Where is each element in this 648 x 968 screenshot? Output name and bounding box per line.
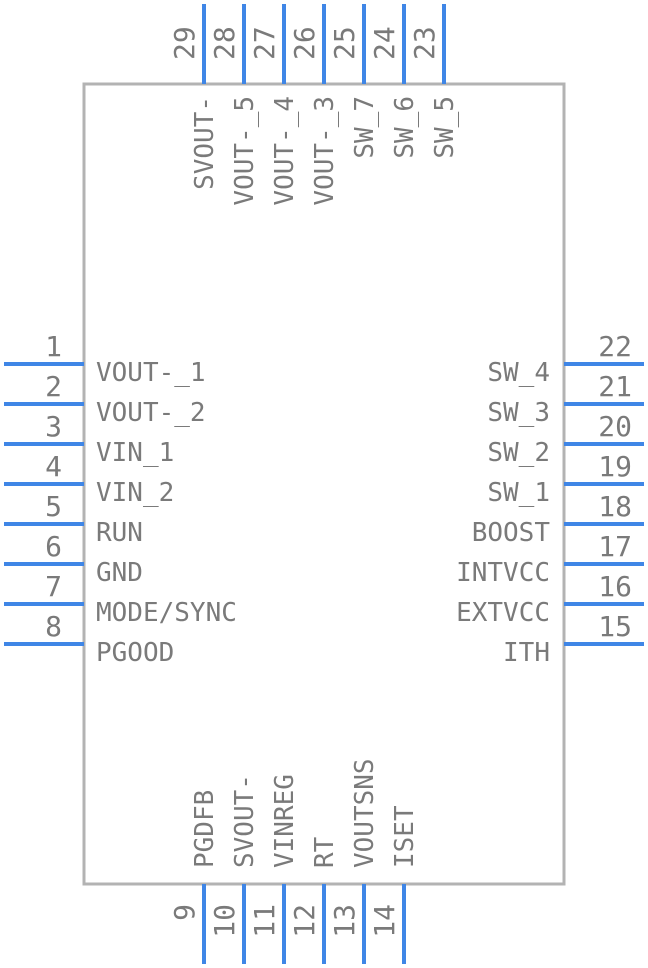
pin-12-number: 12: [288, 904, 321, 938]
pin-18-label: BOOST: [472, 518, 551, 548]
pin-11-number: 11: [248, 904, 281, 938]
ic-body: [82, 82, 566, 886]
pin-6-number: 6: [45, 530, 62, 563]
pin-17-label: INTVCC: [456, 558, 550, 588]
pin-26-number: 26: [288, 26, 321, 60]
pin-28-label: VOUT-_5: [230, 96, 260, 206]
pin-4-number: 4: [45, 450, 62, 483]
pin-17-number: 17: [598, 530, 632, 563]
pin-5-label: RUN: [96, 518, 143, 548]
pin-13-label: VOUTSNS: [350, 758, 380, 868]
pin-10-number: 10: [208, 904, 241, 938]
pin-13-number: 13: [328, 904, 361, 938]
pin-9-number: 9: [168, 904, 201, 921]
pin-20-label: SW_2: [487, 438, 550, 468]
pin-11-label: VINREG: [270, 774, 300, 868]
pin-22-number: 22: [598, 330, 632, 363]
pin-5-number: 5: [45, 490, 62, 523]
pin-3-number: 3: [45, 410, 62, 443]
pin-29-number: 29: [168, 26, 201, 60]
pin-10-label: SVOUT-: [230, 774, 260, 868]
pin-25-label: SW_7: [350, 96, 380, 159]
pin-7-label: MODE/SYNC: [96, 598, 237, 628]
pin-1-label: VOUT-_1: [96, 358, 206, 388]
pin-24-number: 24: [368, 26, 401, 60]
pin-18-number: 18: [598, 490, 632, 523]
pin-27-label: VOUT-_4: [270, 96, 300, 206]
pin-6-label: GND: [96, 558, 143, 588]
pin-24-label: SW_6: [390, 96, 420, 159]
pin-21-number: 21: [598, 370, 632, 403]
pin-12-label: RT: [310, 836, 340, 868]
pin-15-number: 15: [598, 610, 632, 643]
pin-21-label: SW_3: [487, 398, 550, 428]
pin-25-number: 25: [328, 26, 361, 60]
pin-3-label: VIN_1: [96, 438, 174, 468]
pin-28-number: 28: [208, 26, 241, 60]
pin-16-label: EXTVCC: [456, 598, 550, 628]
pin-7-number: 7: [45, 570, 62, 603]
pin-20-number: 20: [598, 410, 632, 443]
pin-19-number: 19: [598, 450, 632, 483]
pin-15-label: ITH: [503, 638, 550, 668]
pin-26-label: VOUT-_3: [310, 96, 340, 206]
pin-27-number: 27: [248, 26, 281, 60]
pin-2-number: 2: [45, 370, 62, 403]
pin-9-label: PGDFB: [190, 790, 220, 868]
pin-14-label: ISET: [390, 805, 420, 868]
pin-29-label: SVOUT-: [190, 96, 220, 190]
pin-19-label: SW_1: [487, 478, 550, 508]
pin-2-label: VOUT-_2: [96, 398, 206, 428]
pin-14-number: 14: [368, 904, 401, 938]
pin-23-label: SW_5: [430, 96, 460, 159]
pin-8-label: PGOOD: [96, 638, 174, 668]
pin-22-label: SW_4: [487, 358, 550, 388]
pin-16-number: 16: [598, 570, 632, 603]
pin-1-number: 1: [45, 330, 62, 363]
pin-4-label: VIN_2: [96, 478, 174, 508]
pin-8-number: 8: [45, 610, 62, 643]
pin-23-number: 23: [408, 26, 441, 60]
